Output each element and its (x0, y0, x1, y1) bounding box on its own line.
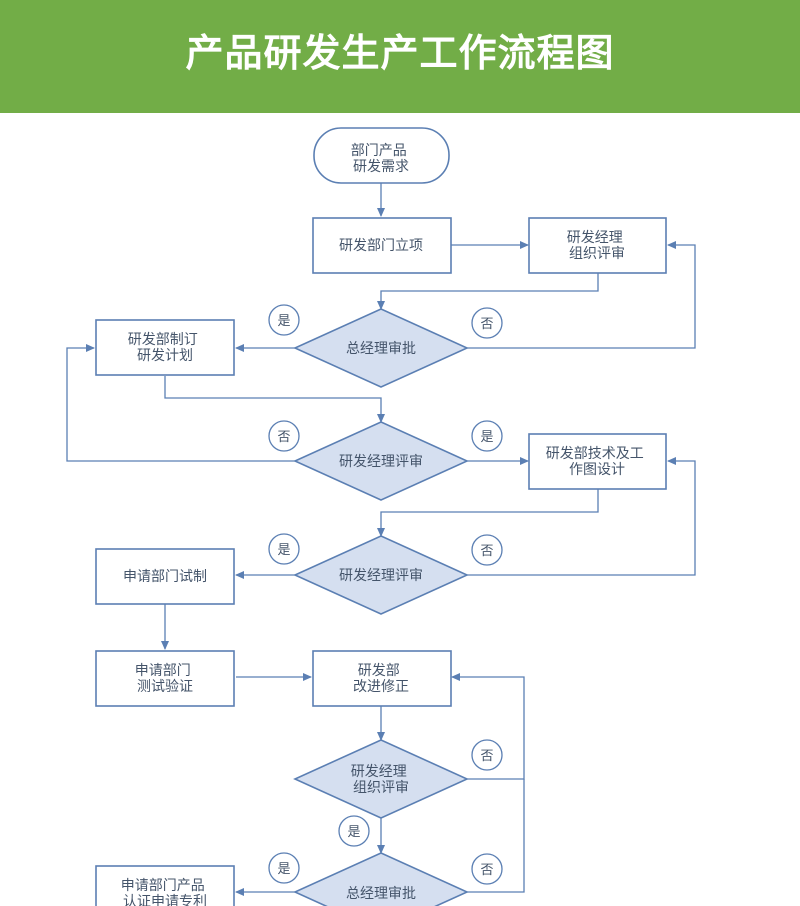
node-gm2 (293, 852, 469, 906)
dm1-no-label: 否 (277, 430, 290, 445)
node-plan (95, 319, 235, 376)
edge-plan-dm1 (164, 376, 385, 423)
nodes (95, 127, 667, 906)
node-lixiang-label: 研发部门立项 (339, 238, 423, 254)
edge-gm1-no-review1 (467, 241, 696, 349)
gm2-yes-label: 是 (277, 862, 290, 877)
gm1-yes-label: 是 (277, 314, 290, 329)
badge-circle (268, 304, 300, 336)
edge-review1-gm1 (377, 273, 599, 310)
node-patent (95, 865, 235, 906)
node-lixiang (312, 217, 452, 274)
badge-circle (268, 533, 300, 565)
node-dm-review2-label: 研发经理评审 (339, 568, 423, 584)
node-trial-label: 申请部门试制 (123, 569, 207, 585)
node-tech-label: 研发部技术及工 作图设计 (546, 446, 648, 478)
node-labels: 部门产品 研发需求 研发部门立项 研发经理 组织评审 总经理审批 研发部制订 研… (121, 143, 648, 906)
badge-circle (471, 307, 503, 339)
node-dm-review1 (293, 421, 469, 501)
page-title: 产品研发生产工作流程图 (185, 30, 615, 75)
review2-yes-label: 是 (347, 825, 360, 840)
header-banner: 产品研发生产工作流程图 (0, 0, 800, 113)
node-test (95, 650, 235, 707)
node-review2-label: 研发经理 组织评审 (351, 764, 411, 796)
dm1-yes-label: 是 (480, 430, 493, 445)
badge-circle (268, 420, 300, 452)
gm1-no-label: 否 (480, 317, 493, 332)
node-start-label: 部门产品 研发需求 (351, 143, 411, 175)
edge-dm2-no-tech (467, 457, 696, 576)
node-gm1-label: 总经理审批 (346, 341, 416, 357)
node-review1 (528, 217, 667, 274)
edge-review2-no-improve (451, 673, 525, 780)
node-tech (528, 433, 667, 490)
badge-circle (471, 739, 503, 771)
badge-circle (471, 534, 503, 566)
badge-circle (471, 853, 503, 885)
node-start (313, 127, 450, 184)
gm2-no-label: 否 (480, 863, 493, 878)
node-improve-label: 研发部 改进修正 (353, 663, 409, 695)
node-dm-review1-label: 研发经理评审 (339, 454, 423, 470)
badge-circle (268, 852, 300, 884)
branch-labels: 是 否 否 是 是 否 否 是 是 否 (277, 314, 493, 878)
dm2-no-label: 否 (480, 544, 493, 559)
node-review2 (293, 739, 469, 819)
edge-gm2-no-improve (467, 779, 525, 893)
dm2-yes-label: 是 (277, 543, 290, 558)
node-gm2-label: 总经理审批 (346, 886, 416, 902)
node-dm-review2 (293, 535, 469, 615)
node-patent-label: 申请部门产品 认证申请专利 (121, 878, 209, 906)
node-improve (312, 650, 452, 707)
review2-no-label: 否 (480, 749, 493, 764)
badge-circle (471, 420, 503, 452)
connectors (66, 183, 696, 896)
node-trial (95, 548, 235, 605)
branch-circles (268, 304, 503, 885)
node-test-label: 申请部门 测试验证 (135, 663, 195, 695)
edge-tech-dm2 (377, 489, 599, 537)
badge-circle (338, 815, 370, 847)
edge-dm1-no-plan (66, 344, 295, 462)
node-gm1 (293, 308, 469, 388)
node-review1-label: 研发经理 组织评审 (567, 230, 627, 262)
node-plan-label: 研发部制订 研发计划 (128, 332, 202, 364)
